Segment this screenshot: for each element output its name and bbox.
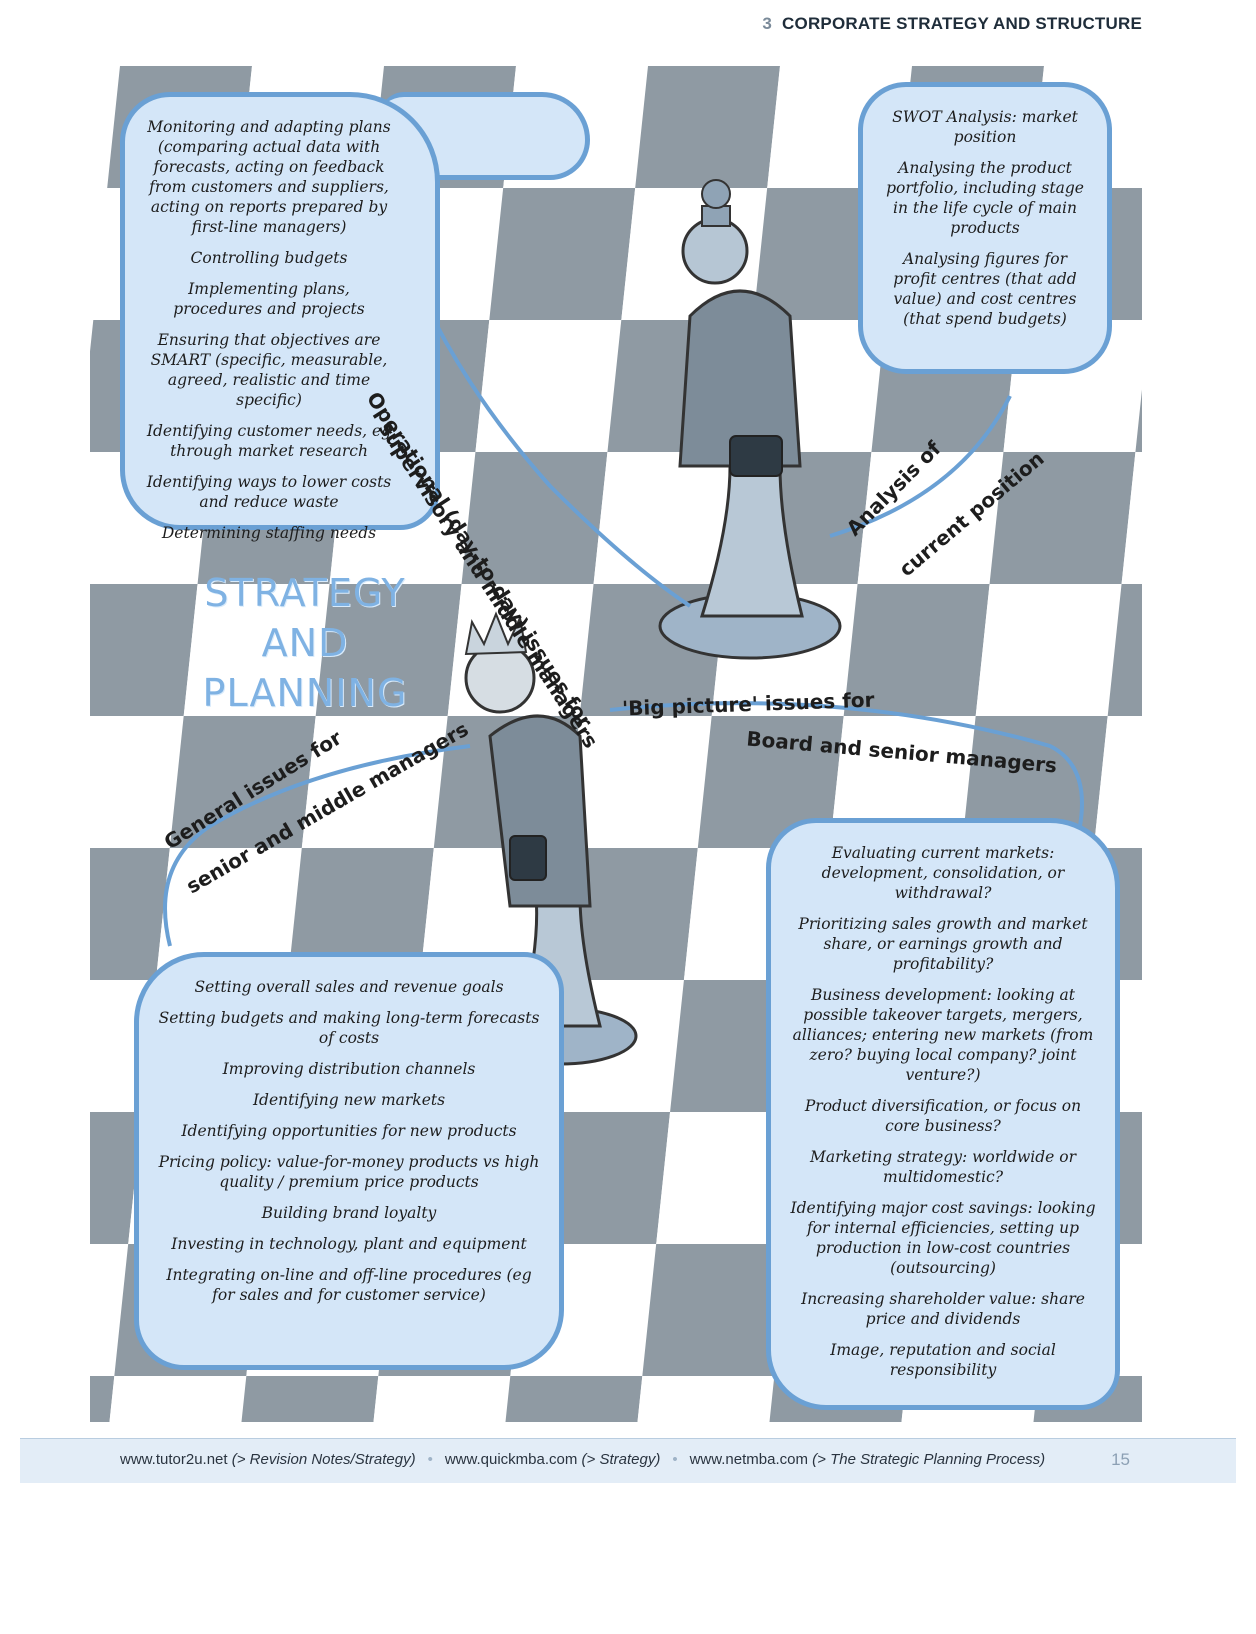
big-picture-issues-box: Evaluating current markets: development,… — [766, 818, 1120, 1410]
box-item: Improving distribution channels — [222, 1060, 476, 1078]
box-item: Setting overall sales and revenue goals — [194, 978, 504, 996]
operational-connector — [423, 301, 692, 608]
board-square — [90, 1244, 129, 1376]
board-square — [829, 716, 976, 848]
footer-separator: • — [427, 1451, 433, 1468]
board-square — [90, 716, 184, 848]
box-item: Analysing the product portfolio, includi… — [886, 159, 1084, 237]
king-chess-piece-icon — [658, 179, 842, 660]
box-item: Implementing plans, procedures and proje… — [173, 280, 365, 318]
footer-link-netmba[interactable]: www.netmba.com (> The Strategic Planning… — [689, 1451, 1046, 1468]
box-item: Evaluating current markets: development,… — [821, 844, 1065, 902]
board-square — [90, 848, 170, 980]
board-square — [90, 980, 156, 1112]
box-item: Integrating on-line and off-line procedu… — [166, 1266, 532, 1304]
title-line-1: STRATEGY — [204, 571, 406, 615]
title-line-2: AND — [261, 621, 349, 665]
box-item: Identifying customer needs, eg through m… — [146, 422, 392, 460]
box-item: Ensuring that objectives are SMART (spec… — [150, 331, 388, 409]
board-square — [287, 848, 434, 980]
chapter-header: 3 CORPORATE STRATEGY AND STRUCTURE — [762, 14, 1142, 34]
board-square — [656, 1112, 803, 1244]
board-square — [628, 1376, 775, 1422]
box-item: Marketing strategy: worldwide or multido… — [809, 1148, 1077, 1186]
board-square — [364, 1376, 511, 1422]
box-item: Business development: looking at possibl… — [792, 986, 1094, 1084]
board-square — [155, 848, 302, 980]
current-position-connector — [829, 395, 1012, 538]
box-item: Image, reputation and social responsibil… — [830, 1341, 1056, 1379]
box-item: Identifying new markets — [252, 1091, 446, 1109]
board-square — [989, 452, 1136, 584]
board-square — [301, 716, 448, 848]
box-item: Pricing policy: value-for-money products… — [158, 1153, 540, 1191]
box-item: Determining staffing needs — [161, 524, 377, 542]
board-square — [461, 452, 608, 584]
general-issues-connector — [163, 744, 471, 947]
board-square — [489, 188, 636, 320]
footer-link-tutor2u[interactable]: www.tutor2u.net (> Revision Notes/Strate… — [120, 1451, 416, 1468]
footer-link-quickmba[interactable]: www.quickmba.com (> Strategy) — [444, 1451, 661, 1468]
box-item: Product diversification, or focus on cor… — [804, 1097, 1082, 1135]
operational-issues-box: Monitoring and adapting plans (comparing… — [120, 92, 440, 542]
footer-links-bar: www.tutor2u.net (> Revision Notes/Strate… — [20, 1438, 1236, 1483]
board-square — [183, 584, 330, 716]
board-square — [100, 1376, 247, 1422]
box-item: Analysing figures for profit centres (th… — [893, 250, 1077, 328]
box-item: SWOT Analysis: market position — [892, 108, 1078, 146]
board-square — [475, 320, 622, 452]
board-square — [975, 584, 1122, 716]
big-picture-connector — [609, 701, 1084, 827]
board-square — [857, 452, 1004, 584]
footer-separator: • — [672, 1451, 678, 1468]
box-item: Building brand loyalty — [261, 1204, 437, 1222]
box-item: Investing in technology, plant and equip… — [171, 1235, 527, 1253]
general-issues-box: Setting overall sales and revenue goals … — [134, 952, 564, 1370]
board-square — [593, 452, 740, 584]
box-item: Identifying ways to lower costs and redu… — [146, 473, 392, 511]
board-square — [90, 584, 198, 716]
current-position-box: SWOT Analysis: market position Analysing… — [858, 82, 1112, 374]
board-square — [843, 584, 990, 716]
board-square — [961, 716, 1108, 848]
board-square — [169, 716, 316, 848]
box-item: Increasing shareholder value: share pric… — [801, 1290, 1085, 1328]
board-square — [232, 1376, 379, 1422]
board-square — [1093, 716, 1142, 848]
page-number: 15 — [1111, 1450, 1130, 1469]
box-item: Identifying opportunities for new produc… — [181, 1122, 517, 1140]
board-square — [90, 1112, 143, 1244]
chapter-title: CORPORATE STRATEGY AND STRUCTURE — [782, 14, 1142, 33]
board-square — [697, 716, 844, 848]
chapter-number: 3 — [762, 14, 773, 33]
board-square — [635, 66, 782, 188]
box-item: Controlling budgets — [190, 249, 348, 267]
box-item: Setting budgets and making long-term for… — [158, 1009, 540, 1047]
box-item: Prioritizing sales growth and market sha… — [798, 915, 1088, 973]
board-square — [642, 1244, 789, 1376]
board-square — [496, 1376, 643, 1422]
box-item: Monitoring and adapting plans (comparing… — [147, 118, 391, 236]
board-square — [315, 584, 462, 716]
board-square — [565, 716, 712, 848]
strategy-planning-title: STRATEGY AND PLANNING — [200, 568, 410, 718]
title-line-3: PLANNING — [202, 671, 408, 715]
box-item: Identifying major cost savings: looking … — [790, 1199, 1096, 1277]
